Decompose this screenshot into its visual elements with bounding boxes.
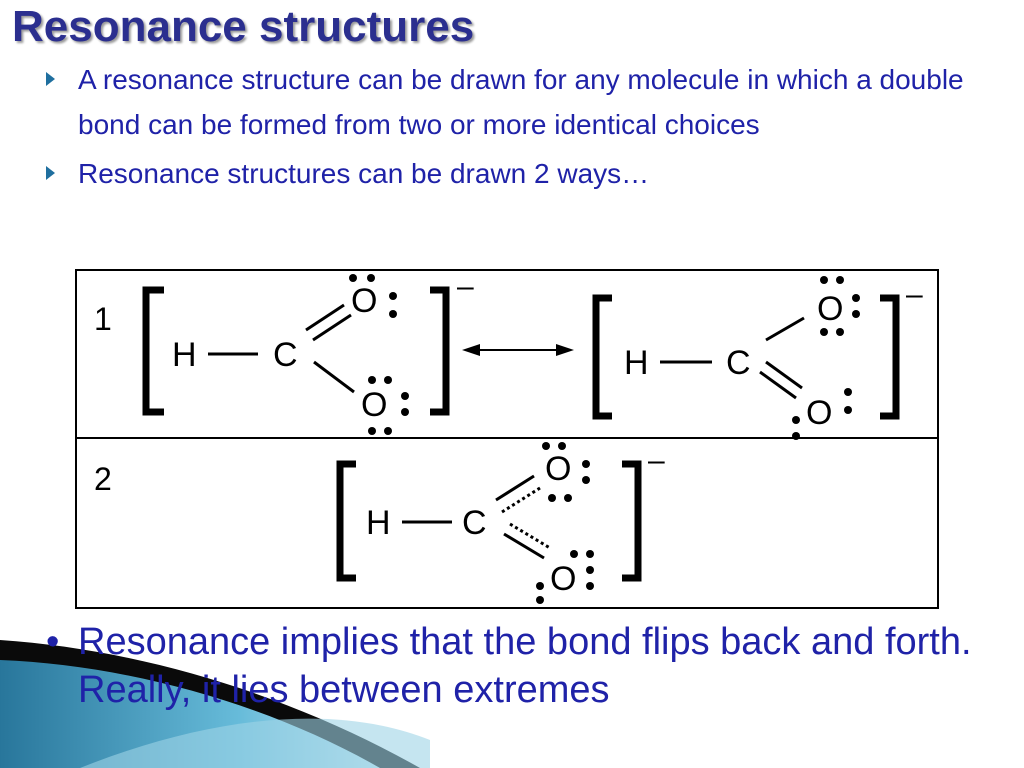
hydrogen-label: H — [172, 336, 197, 374]
bullet-list: A resonance structure can be drawn for a… — [44, 57, 1004, 200]
structure-right: – H C O O — [592, 276, 923, 440]
bullet-item-2: Resonance structures can be drawn 2 ways… — [44, 151, 1004, 196]
bullet-item-1: A resonance structure can be drawn for a… — [44, 57, 1004, 147]
oxygen-bottom-label: O — [550, 560, 576, 598]
bullet-arrow-icon — [46, 166, 55, 180]
left-bracket — [592, 294, 612, 420]
lone-pair-dots — [536, 442, 594, 604]
bullet-text-2: Resonance structures can be drawn 2 ways… — [78, 158, 650, 189]
single-bond-line — [313, 360, 355, 394]
oxygen-bottom-label: O — [806, 394, 832, 432]
charge-label: – — [906, 278, 923, 311]
carbon-label: C — [726, 344, 751, 382]
structure-hybrid: – H C O O — [336, 442, 665, 604]
hydrogen-label: H — [624, 344, 649, 382]
bullet-text-1: A resonance structure can be drawn for a… — [78, 64, 964, 140]
row-number-1: 1 — [94, 301, 112, 337]
resonance-arrow — [462, 344, 574, 356]
oxygen-top-label: O — [817, 290, 843, 328]
bottom-bullet-text: Resonance implies that the bond flips ba… — [78, 621, 972, 711]
right-bracket — [880, 294, 900, 420]
double-bond-line — [312, 313, 352, 342]
lone-pair-dots — [792, 276, 860, 440]
partial-bond-line — [509, 522, 551, 550]
charge-label: – — [457, 270, 474, 303]
oxygen-bottom-label: O — [361, 386, 387, 424]
slide-title: Resonance structures — [12, 2, 475, 51]
hydrogen-label: H — [366, 504, 391, 542]
double-bond-line — [305, 303, 345, 332]
solid-bond-line — [495, 474, 535, 502]
solid-bond-line — [503, 532, 545, 560]
charge-label: – — [648, 444, 665, 477]
right-bracket — [430, 286, 450, 416]
row-number-2: 2 — [94, 461, 112, 497]
partial-bond-line — [501, 486, 541, 514]
right-bracket — [622, 460, 642, 582]
double-bond-line — [765, 360, 803, 390]
oxygen-top-label: O — [351, 282, 377, 320]
bullet-arrow-icon — [46, 72, 55, 86]
oxygen-top-label: O — [545, 450, 571, 488]
carbon-label: C — [462, 504, 487, 542]
bullet-dot: • — [46, 621, 60, 663]
bottom-bullet: • Resonance implies that the bond flips … — [46, 618, 1006, 714]
single-bond-line — [765, 316, 805, 342]
lone-pair-dots — [349, 274, 409, 435]
structure-left: – H C O O — [142, 270, 474, 435]
double-bond-line — [759, 370, 797, 400]
left-bracket — [336, 460, 356, 582]
carbon-label: C — [273, 336, 298, 374]
left-bracket — [142, 286, 164, 416]
